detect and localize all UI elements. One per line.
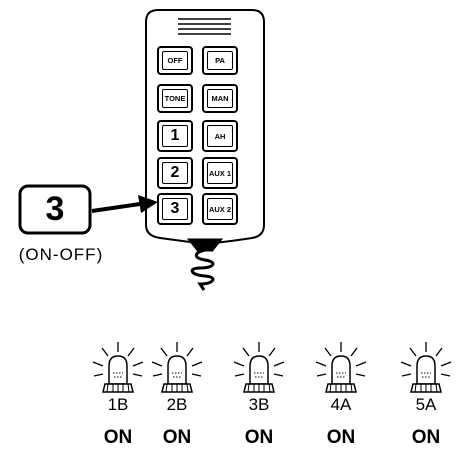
status-label: ON [326, 427, 356, 448]
warning-light-icon [151, 342, 203, 393]
coiled-cord-icon [186, 238, 224, 291]
ah-button[interactable]: AH [202, 120, 238, 152]
button-3-label: 3 [162, 198, 188, 220]
tone-button-label: TONE [162, 89, 188, 108]
tone-button[interactable]: TONE [157, 84, 193, 113]
warning-light-icon [315, 342, 367, 393]
button-2[interactable]: 2 [157, 157, 193, 189]
zone-label: 1B [107, 395, 129, 414]
warning-light-icon [92, 342, 144, 393]
button-2-label: 2 [162, 162, 188, 184]
callout-caption: (ON-OFF) [18, 245, 104, 264]
status-label: ON [244, 427, 274, 448]
off-button[interactable]: OFF [157, 46, 193, 75]
zone-label: 3B [248, 395, 270, 414]
pa-button[interactable]: PA [202, 46, 238, 75]
pa-button-label: PA [207, 51, 233, 70]
aux-1-button-label: AUX 1 [207, 162, 233, 184]
button-1[interactable]: 1 [157, 120, 193, 152]
aux-1-button[interactable]: AUX 1 [202, 157, 238, 189]
callout-number: 3 [45, 190, 65, 228]
warning-light-icon [400, 342, 452, 393]
zone-label: 5A [415, 395, 437, 414]
zone-label: 4A [330, 395, 352, 414]
status-label: ON [411, 427, 441, 448]
man-button-label: MAN [207, 89, 233, 108]
man-button[interactable]: MAN [202, 84, 238, 113]
zone-label: 2B [166, 395, 188, 414]
speaker-grille-icon [178, 18, 231, 35]
callout-box [18, 184, 92, 235]
button-1-label: 1 [162, 125, 188, 147]
ah-button-label: AH [207, 125, 233, 147]
button-3[interactable]: 3 [157, 193, 193, 225]
status-label: ON [103, 427, 133, 448]
aux-2-button-label: AUX 2 [207, 198, 233, 220]
off-button-label: OFF [162, 51, 188, 70]
warning-light-icon [233, 342, 285, 393]
aux-2-button[interactable]: AUX 2 [202, 193, 238, 225]
status-label: ON [162, 427, 192, 448]
arrow-icon [91, 195, 158, 213]
